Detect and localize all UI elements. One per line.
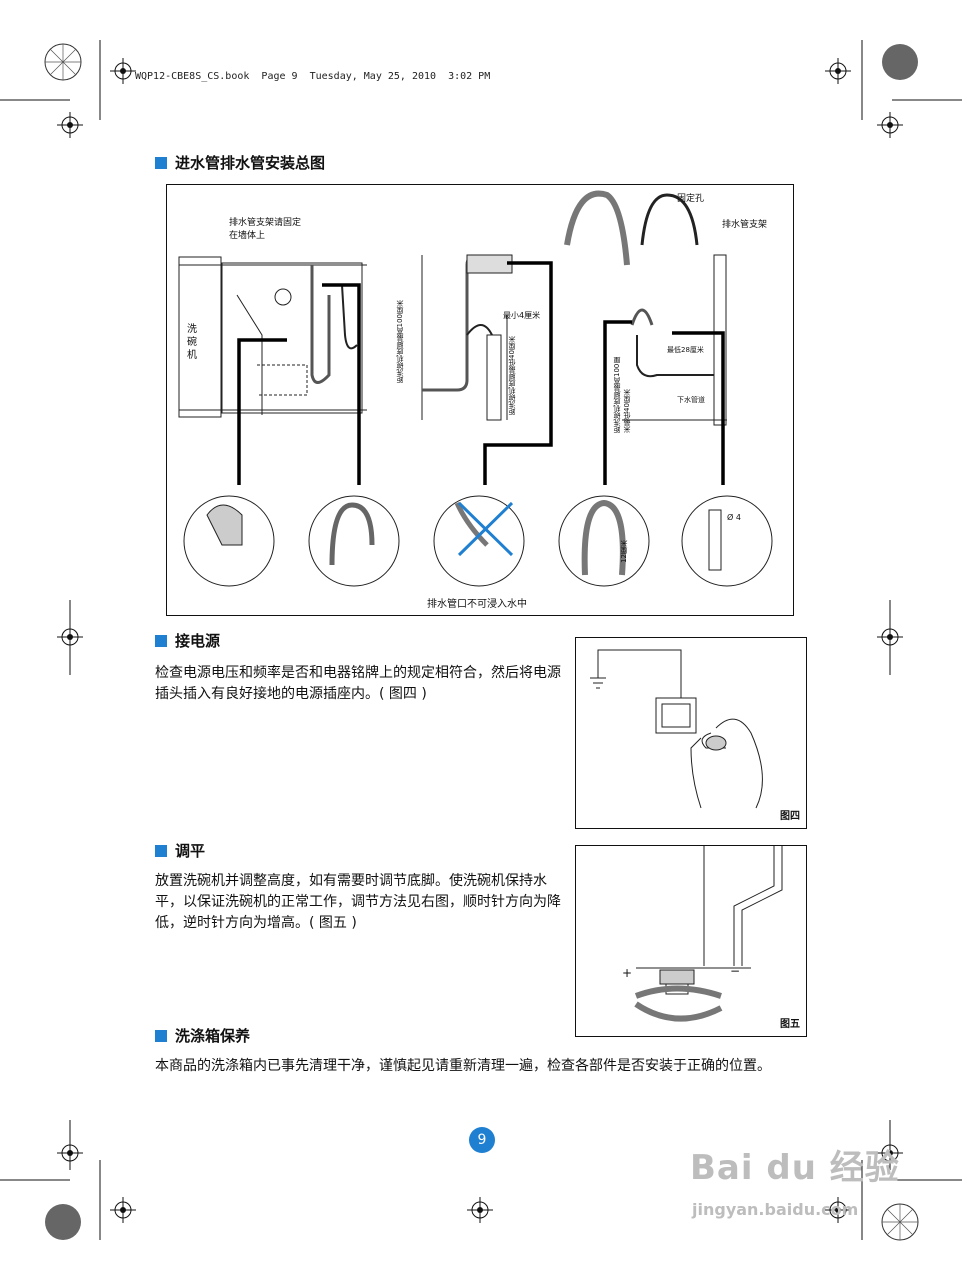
watermark-brand: Bai du 经验 bbox=[690, 1148, 900, 1188]
care-text: 本商品的洗涤箱内已事先清理干净，谨慎起见请重新清理一遍，检查各部件是否安装于正确… bbox=[155, 1058, 771, 1074]
label-max-height: 距洗碗机底脚最高100厘米 bbox=[396, 300, 404, 384]
bullet-square-icon bbox=[155, 844, 167, 857]
bullet-square-icon bbox=[155, 1029, 167, 1042]
section-title-care: 洗涤箱保养 bbox=[155, 1025, 250, 1046]
figure-4-caption: 图四 bbox=[780, 811, 800, 822]
minus-sign: − bbox=[730, 964, 741, 978]
level-illustration bbox=[634, 846, 783, 1022]
label-no-immerse: 排水管口不可浸入水中 bbox=[427, 599, 527, 610]
section-title-power: 接电源 bbox=[155, 630, 220, 651]
level-text: 放置洗碗机并调整高度，如有需要时调节底脚。使洗碗机保持水平，以保证洗碗机的正常工… bbox=[155, 873, 561, 931]
label-phi4: Ø 4 bbox=[727, 513, 741, 522]
install-diagram: 排水管支架请固定在墙体上 洗碗机 距洗碗机底脚最高100厘米 最小4厘米 距洗碗… bbox=[166, 184, 794, 616]
label-wall-bracket: 排水管支架请固定在墙体上 bbox=[229, 218, 302, 241]
label-min-40: 距洗碗机底脚最低40厘米 bbox=[508, 336, 516, 415]
label-fix-hole: 固定孔 bbox=[677, 194, 705, 204]
label-drain-bracket: 排水管支架 bbox=[722, 220, 768, 230]
power-illustration bbox=[590, 649, 763, 809]
section-title-install: 进水管排水管安装总图 bbox=[155, 152, 325, 173]
label-dishwasher: 洗碗机 bbox=[187, 324, 197, 361]
label-range-right: 距洗碗机底脚最高100厘米最低40厘米 bbox=[613, 356, 631, 433]
label-drain-pipe: 下水管道 bbox=[677, 396, 705, 404]
figure-5-caption: 图五 bbox=[780, 1019, 800, 1030]
watermark-url: jingyan.baidu.com bbox=[692, 1200, 859, 1219]
label-min-4: 最小4厘米 bbox=[503, 311, 541, 320]
install-drawing bbox=[178, 190, 773, 587]
section-title-level: 调平 bbox=[155, 840, 205, 861]
figure-4: 图四 bbox=[575, 637, 807, 829]
bullet-square-icon bbox=[155, 156, 167, 169]
label-min-28: 最低28厘米 bbox=[667, 346, 704, 354]
page-number: 9 bbox=[469, 1127, 495, 1153]
plus-sign: + bbox=[622, 966, 633, 980]
label-12cm: 12厘米 bbox=[620, 540, 628, 563]
bullet-square-icon bbox=[155, 634, 167, 647]
book-header: WQP12-CBE8S_CS.book Page 9 Tuesday, May … bbox=[135, 71, 491, 82]
figure-5: + − 图五 bbox=[575, 845, 807, 1037]
power-text: 检查电源电压和频率是否和电器铭牌上的规定相符合，然后将电源插头插入有良好接地的电… bbox=[155, 665, 561, 702]
